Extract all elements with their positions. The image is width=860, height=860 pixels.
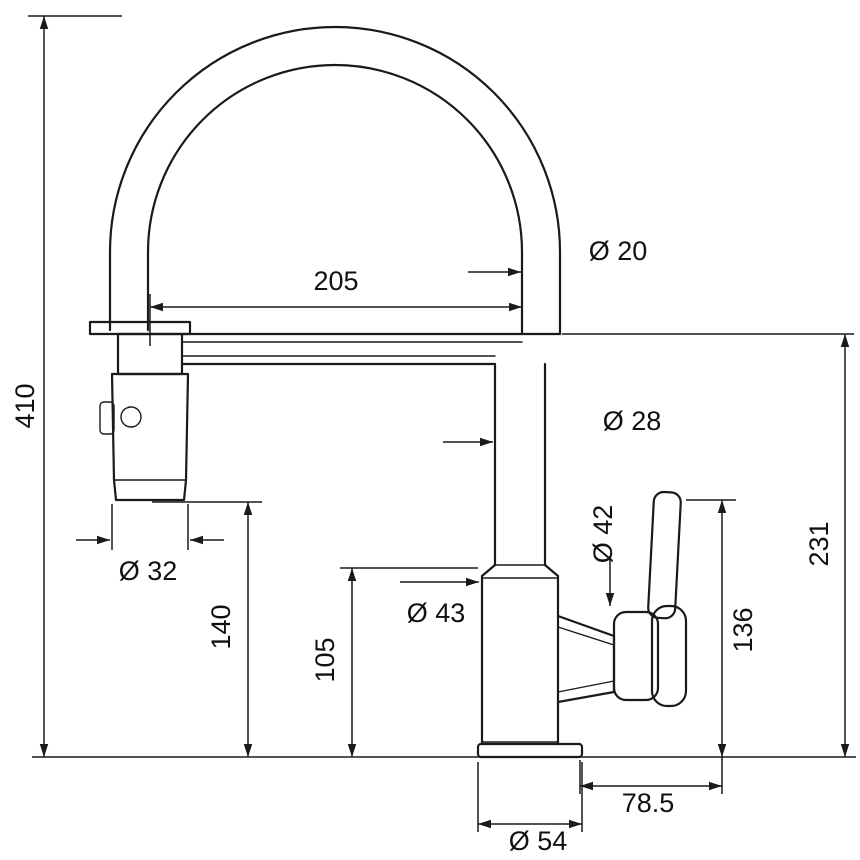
dim-spray-head-diameter: Ø 32 bbox=[76, 504, 224, 586]
dim-label-spray-head-diameter: Ø 32 bbox=[119, 556, 178, 586]
valve-cone bbox=[556, 614, 616, 704]
handle-joint bbox=[612, 610, 660, 702]
dim-label-spray-head-height: 140 bbox=[206, 604, 236, 649]
dim-handle-diameter: Ø 42 bbox=[588, 505, 618, 606]
dim-spout-arm-height: 231 bbox=[562, 333, 854, 757]
dim-handle-top-height: 136 bbox=[686, 499, 758, 757]
riser-pipe bbox=[493, 362, 547, 567]
dim-handle-reach: 78.5 bbox=[579, 757, 723, 818]
spout-outer-arc bbox=[108, 25, 562, 336]
dim-label-riser-diameter: Ø 28 bbox=[603, 406, 662, 436]
dim-spray-head-height: 140 bbox=[152, 501, 262, 757]
spout-inner-arc bbox=[146, 63, 524, 336]
valve-handle bbox=[556, 490, 688, 708]
base-flange bbox=[476, 741, 584, 759]
dim-label-handle-top-height: 136 bbox=[728, 607, 758, 652]
spray-head-body bbox=[110, 372, 190, 502]
gooseneck-spout bbox=[108, 25, 562, 336]
dim-base-diameter: Ø 54 bbox=[477, 762, 583, 856]
dim-body-top-height: 105 bbox=[310, 567, 478, 757]
dim-overall-height: 410 bbox=[10, 15, 122, 757]
spray-head-assembly bbox=[88, 320, 192, 502]
handle-end-cap bbox=[650, 604, 688, 708]
dim-label-overall-height: 410 bbox=[10, 383, 40, 428]
faucet-body bbox=[480, 563, 560, 746]
dim-spout-tube-diameter: Ø 20 bbox=[468, 236, 648, 277]
dim-label-base-diameter: Ø 54 bbox=[509, 826, 568, 856]
dim-label-body-diameter: Ø 43 bbox=[407, 598, 466, 628]
spray-head-flange bbox=[88, 320, 192, 336]
dim-label-handle-reach: 78.5 bbox=[622, 788, 675, 818]
dim-label-spout-tube-diameter: Ø 20 bbox=[589, 236, 648, 266]
dim-body-diameter: Ø 43 bbox=[400, 577, 479, 628]
spray-button bbox=[99, 401, 115, 435]
dim-riser-diameter: Ø 28 bbox=[443, 406, 662, 447]
handle-lever bbox=[647, 490, 682, 620]
spout-arm bbox=[180, 332, 562, 366]
spray-head-detail bbox=[120, 406, 142, 428]
dim-label-body-top-height: 105 bbox=[310, 637, 340, 682]
dim-label-handle-diameter: Ø 42 bbox=[588, 505, 618, 564]
dim-label-spout-reach: 205 bbox=[313, 266, 358, 296]
dim-spout-reach: 205 bbox=[149, 266, 523, 346]
dim-label-spout-arm-height: 231 bbox=[804, 521, 834, 566]
